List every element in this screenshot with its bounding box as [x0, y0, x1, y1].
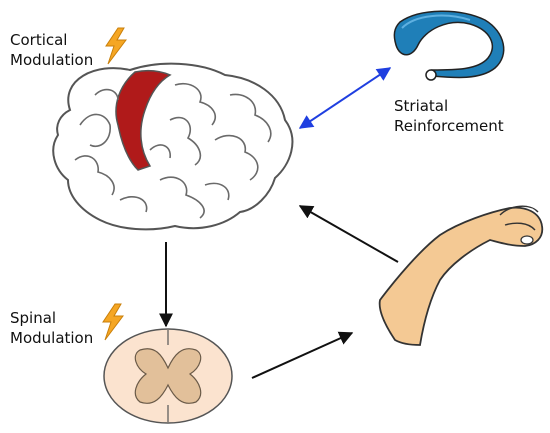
spinal-modulation-label: Spinal Modulation: [10, 308, 93, 348]
cortical-modulation-label: Cortical Modulation: [10, 30, 93, 70]
spinal-label-line-1: Spinal: [10, 309, 57, 327]
lightning-bolt-icon: [102, 303, 124, 341]
striatal-reinforcement-label: Striatal Reinforcement: [394, 96, 504, 136]
striatal-label-line-2: Reinforcement: [394, 117, 504, 135]
arm-icon: [378, 205, 544, 346]
cortical-label-line-2: Modulation: [10, 51, 94, 69]
cortical-label-line-1: Cortical: [10, 31, 68, 49]
motor-cortex-highlight: [115, 70, 172, 171]
lightning-bolt-icon: [105, 27, 127, 65]
arrow-spinal-to-arm: [251, 331, 354, 379]
arrow-striatum-brain-bidirectional: [298, 67, 392, 129]
striatum-icon: [393, 10, 505, 81]
spinal-label-line-2: Modulation: [10, 329, 94, 347]
arrow-arm-to-brain: [298, 205, 399, 263]
striatal-label-line-1: Striatal: [394, 97, 449, 115]
brain-icon: [52, 62, 294, 231]
spinal-cord-icon: [103, 328, 233, 424]
